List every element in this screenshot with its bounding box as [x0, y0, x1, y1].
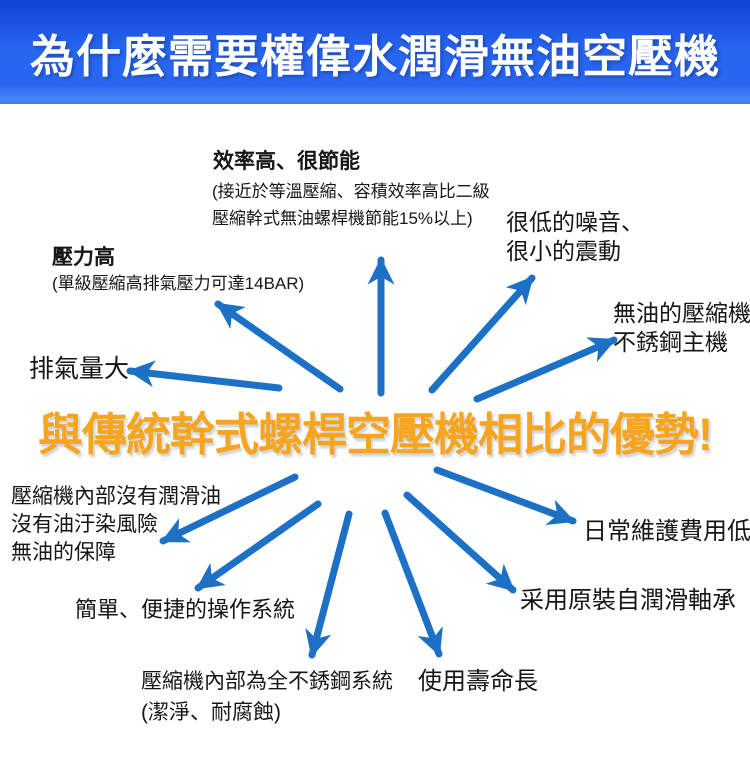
label-maintenance: 日常維護費用低	[583, 518, 750, 545]
label-noise-line1: 很低的噪音、	[506, 209, 644, 235]
label-stainless-line2: (潔淨、耐腐蝕)	[141, 701, 281, 724]
label-efficiency-sub2: 壓縮幹式無油螺桿機節能15%以上)	[212, 209, 473, 228]
label-pressure-sub: (單級壓縮高排氣壓力可達14BAR)	[52, 274, 305, 293]
label-no-oil-line1: 壓縮機內部沒有潤滑油	[11, 485, 221, 508]
label-stainless-line1: 壓縮機內部為全不銹鋼系統	[141, 670, 393, 693]
label-lifespan: 使用壽命長	[418, 668, 538, 695]
label-noise-line2: 很小的震動	[506, 238, 621, 264]
label-noise: 很低的噪音、 很小的震動	[506, 208, 644, 266]
label-pressure-title: 壓力高	[52, 246, 115, 269]
label-displacement: 排氣量大	[29, 355, 130, 383]
arrow-to-oilfree-host	[473, 336, 618, 403]
label-no-oil: 壓縮機內部沒有潤滑油 沒有油汙染風險 無油的保障	[11, 483, 221, 567]
arrow-to-bearings	[403, 491, 517, 594]
arrow-to-displacement	[126, 360, 283, 392]
page-title: 為什麼需要權偉水潤滑無油空壓機	[29, 30, 720, 82]
label-oilfree-host: 無油的壓縮機 不銹鋼主機	[613, 299, 750, 357]
arrow-to-maintenance	[433, 466, 577, 526]
arrow-to-noise	[428, 274, 536, 394]
label-bearings: 采用原裝自潤滑軸承	[520, 587, 736, 614]
label-efficiency-sub1: (接近於等溫壓縮、容積效率高比二級	[212, 182, 490, 201]
label-no-oil-line2: 沒有油汙染風險	[11, 513, 158, 536]
label-easy-ops: 簡單、便捷的操作系統	[75, 597, 296, 622]
title-banner: 為什麼需要權偉水潤滑無油空壓機	[0, 0, 750, 104]
label-oilfree-host-line2: 不銹鋼主機	[613, 329, 728, 355]
label-oilfree-host-line1: 無油的壓縮機	[613, 300, 750, 326]
arrow-to-pressure	[214, 300, 344, 393]
arrow-to-stainless	[305, 510, 353, 659]
arrow-to-lifespan	[381, 509, 443, 658]
headline: 與傳統幹式螺桿空壓機相比的優勢!	[38, 409, 713, 460]
label-stainless: 壓縮機內部為全不銹鋼系統 (潔淨、耐腐蝕)	[141, 666, 393, 728]
label-no-oil-line3: 無油的保障	[11, 541, 116, 564]
label-efficiency-title: 效率高、很節能	[213, 150, 360, 173]
